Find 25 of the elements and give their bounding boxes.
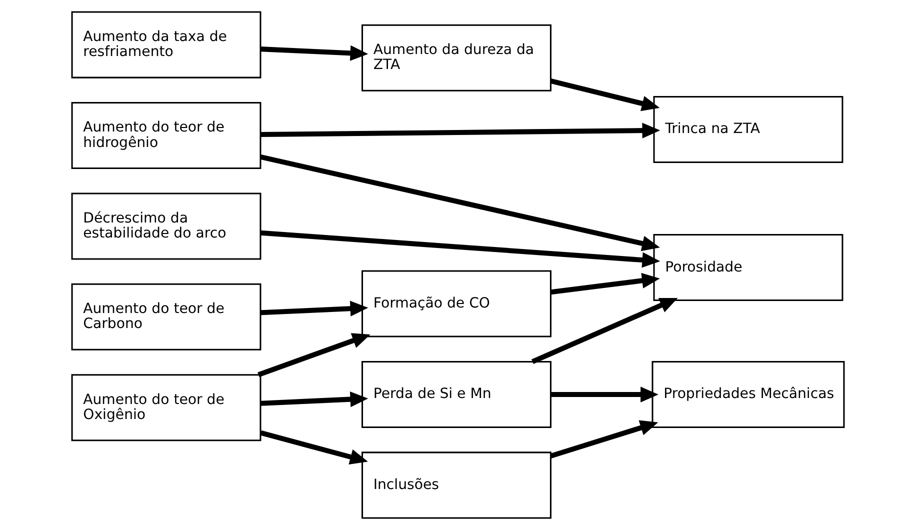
arrow (260, 430, 368, 465)
arrow (260, 391, 368, 408)
arrow (260, 230, 660, 268)
node-box: Trinca na ZTA (652, 96, 843, 163)
node-box: Inclusões (361, 452, 551, 519)
node-box: Formação de CO (361, 270, 551, 338)
node-box: Porosidade (652, 234, 843, 302)
arrow (550, 386, 658, 402)
node-box: Aumento da dureza da ZTA (361, 24, 551, 92)
node-box: Aumento do teor de hidrogênio (70, 102, 261, 169)
node-box: Perda de Si e Mn (361, 361, 551, 428)
arrow (550, 420, 658, 458)
node-box: Aumento do teor de Oxigênio (70, 374, 261, 442)
node-box: Aumento do teor de Carbono (70, 283, 261, 350)
arrow (260, 45, 368, 61)
arrow (530, 298, 678, 364)
node-box: Décrescimo da estabilidade do arco (70, 192, 261, 260)
node-box: Propriedades Mecânicas (651, 361, 844, 428)
arrow (257, 333, 370, 378)
arrow (260, 154, 660, 252)
arrow (550, 78, 660, 112)
node-box: Aumento da taxa de resfriamento (70, 11, 261, 78)
arrow (550, 272, 660, 295)
arrow (260, 122, 660, 138)
arrow (260, 300, 368, 316)
